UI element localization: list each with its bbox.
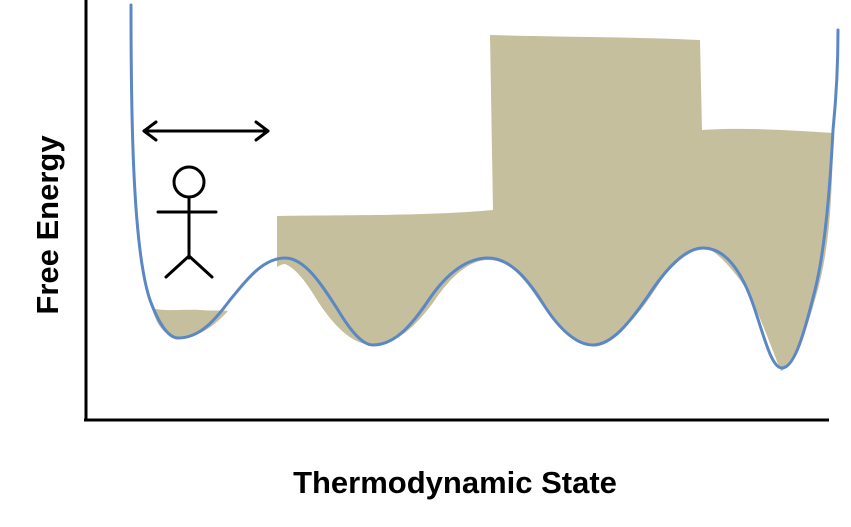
y-axis-label: Free Energy — [30, 135, 65, 315]
walker-right-leg — [187, 254, 214, 279]
walker-left-leg — [164, 254, 191, 279]
walker-head — [172, 165, 206, 199]
axes — [84, 0, 829, 422]
sampled-region-well-1 — [152, 308, 228, 338]
walker-stick-figure — [156, 165, 218, 279]
free-energy-curve — [129, 3, 840, 370]
x-axis-label: Thermodynamic State — [293, 465, 617, 500]
sampled-region-fill — [152, 35, 833, 371]
sampled-region-main — [277, 35, 833, 371]
bidirectional-arrow — [142, 120, 270, 142]
